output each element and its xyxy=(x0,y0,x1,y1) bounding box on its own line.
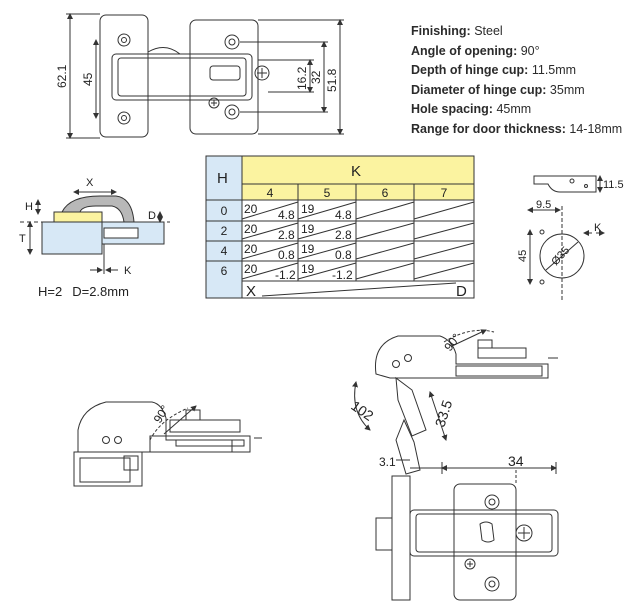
cell-2-4-x: 20 xyxy=(244,222,258,236)
right-arm-label: 33.5 xyxy=(432,398,456,429)
cell-6-4-d: -1.2 xyxy=(275,268,296,282)
spec-finishing: Finishing: Steel xyxy=(411,24,503,38)
cell-0-4-d: 4.8 xyxy=(278,208,295,222)
spec-cup-diameter: Diameter of hinge cup: 35mm xyxy=(411,82,585,97)
cell-0-4-x: 20 xyxy=(244,202,258,216)
lower-width-label: 34 xyxy=(508,453,524,469)
cell-2-5-d: 2.8 xyxy=(335,228,352,242)
hinge-open-left xyxy=(73,401,262,487)
side-section-view xyxy=(20,189,170,274)
dim-62-1: 62.1 xyxy=(55,64,69,88)
dim-16-2: 16.2 xyxy=(295,66,309,90)
spec-angle: Angle of opening: 90° xyxy=(411,43,540,58)
cup-k-label: K xyxy=(594,222,602,234)
hinge-top-view xyxy=(66,13,344,139)
cup-offset-label: 9.5 xyxy=(536,199,551,211)
right-gap-label: 3.1 xyxy=(379,455,396,469)
table-x-label: X xyxy=(246,283,256,300)
cell-4-4-x: 20 xyxy=(244,242,258,256)
cell-2-4-d: 2.8 xyxy=(278,228,295,242)
h-row-4: 4 xyxy=(221,244,228,258)
caption-d: D=2.8mm xyxy=(72,284,129,299)
k-col-6: 6 xyxy=(382,186,389,200)
label-t: T xyxy=(19,233,26,245)
k-col-5: 5 xyxy=(324,186,331,200)
table-h-header: H xyxy=(217,170,228,187)
table-k-header: K xyxy=(351,163,361,180)
k-h-table: H K 4 5 6 7 0 2 4 6 20 4.8 19 4.8 20 2.8… xyxy=(205,155,475,300)
spec-list: Finishing: Steel Angle of opening: 90° D… xyxy=(411,22,637,140)
cell-6-5-d: -1.2 xyxy=(332,268,353,282)
cell-6-5-x: 19 xyxy=(301,262,315,276)
label-d: D xyxy=(148,210,156,222)
cell-4-5-x: 19 xyxy=(301,242,315,256)
cell-0-5-d: 4.8 xyxy=(335,208,352,222)
cup-depth-label: 11.5 xyxy=(603,179,624,191)
cell-4-4-d: 0.8 xyxy=(278,248,295,262)
h-row-0: 0 xyxy=(221,204,228,218)
dim-32: 32 xyxy=(309,70,323,84)
section-caption: H=2 D=2.8mm xyxy=(38,284,129,299)
dim-51-8: 51.8 xyxy=(325,68,339,92)
cell-4-5-d: 0.8 xyxy=(335,248,352,262)
cell-2-5-x: 19 xyxy=(301,222,315,236)
spec-cup-depth: Depth of hinge cup: 11.5mm xyxy=(411,63,577,78)
spec-door-thickness: Range for door thickness: 14-18mm xyxy=(411,121,623,136)
caption-h: H=2 xyxy=(38,284,63,299)
k-col-4: 4 xyxy=(267,186,274,200)
label-h: H xyxy=(25,201,33,213)
hinge-top-view-lower xyxy=(375,462,559,601)
label-x: X xyxy=(86,177,94,189)
label-k: K xyxy=(124,265,132,277)
cell-6-4-x: 20 xyxy=(244,262,258,276)
k-col-7: 7 xyxy=(441,186,448,200)
dim-45: 45 xyxy=(81,72,95,86)
h-row-2: 2 xyxy=(221,224,228,238)
spec-hole-spacing: Hole spacing: 45mm xyxy=(411,102,532,117)
table-d-label: D xyxy=(456,283,467,300)
cup-spacing-label: 45 xyxy=(517,250,529,262)
cell-0-5-x: 19 xyxy=(301,202,315,216)
hinge-open-right xyxy=(352,329,558,475)
cup-view xyxy=(527,175,605,300)
left-angle-label: 90° xyxy=(151,403,173,426)
h-row-6: 6 xyxy=(221,264,228,278)
right-swing-label: 102 xyxy=(348,397,376,424)
